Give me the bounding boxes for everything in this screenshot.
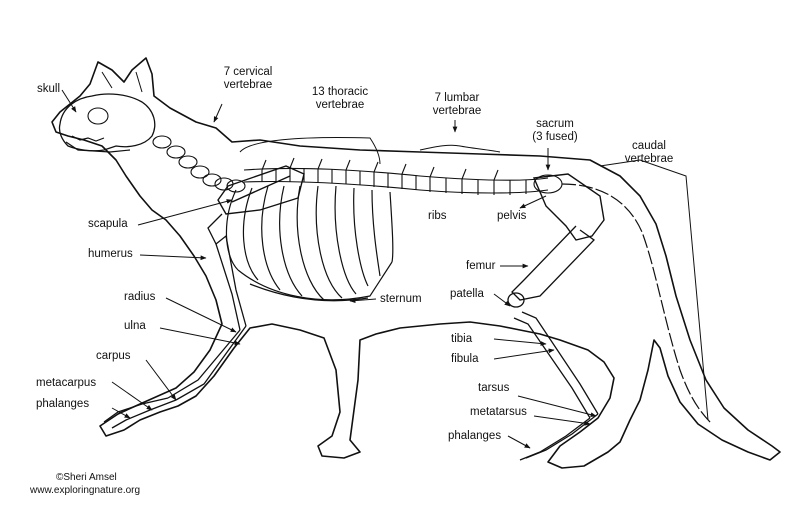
label-caudal-vertebrae: caudal vertebrae xyxy=(624,140,674,165)
cervical-vertebrae xyxy=(152,135,246,193)
label-ulna: ulna xyxy=(124,320,146,332)
label-leader-lines xyxy=(61,89,709,449)
label-thoracic-vertebrae: 13 thoracic vertebrae xyxy=(311,86,369,111)
label-tarsus: tarsus xyxy=(478,382,510,394)
front-leg-bones xyxy=(103,213,247,429)
label-radius: radius xyxy=(124,291,156,303)
rib-cage xyxy=(225,185,394,301)
label-lumbar-vertebrae: 7 lumbar vertebrae xyxy=(432,92,482,117)
label-sacrum: sacrum (3 fused) xyxy=(532,118,578,143)
ear-detail xyxy=(101,71,143,93)
label-sternum: sternum xyxy=(380,293,422,305)
label-humerus: humerus xyxy=(88,248,133,260)
label-cervical-vertebrae: 7 cervical vertebrae xyxy=(223,66,273,91)
scapula-bone xyxy=(217,165,305,215)
credit-website: www.exploringnature.org xyxy=(30,485,141,496)
label-fibula: fibula xyxy=(451,353,479,365)
spine xyxy=(243,157,563,195)
label-skull: skull xyxy=(37,83,61,95)
eye-orbit xyxy=(87,107,109,125)
credit-author: ©Sheri Amsel xyxy=(56,472,117,483)
hind-leg-bones xyxy=(507,225,599,461)
label-carpus: carpus xyxy=(96,350,131,362)
label-ribs: ribs xyxy=(428,210,447,222)
caudal-vertebrae-bones xyxy=(561,183,713,425)
label-metatarsus: metatarsus xyxy=(470,406,527,418)
label-patella: patella xyxy=(450,288,484,300)
label-phalanges-front: phalanges xyxy=(36,398,90,410)
label-scapula: scapula xyxy=(88,218,128,230)
skull-bone xyxy=(58,93,156,152)
label-tibia: tibia xyxy=(451,333,473,345)
label-pelvis: pelvis xyxy=(497,210,527,222)
label-phalanges-hind: phalanges xyxy=(448,430,502,442)
jaw-bone xyxy=(65,135,131,153)
cat-body-outline xyxy=(51,57,781,469)
pelvis-bone xyxy=(532,173,605,241)
label-metacarpus: metacarpus xyxy=(36,377,97,389)
label-femur: femur xyxy=(466,260,496,272)
